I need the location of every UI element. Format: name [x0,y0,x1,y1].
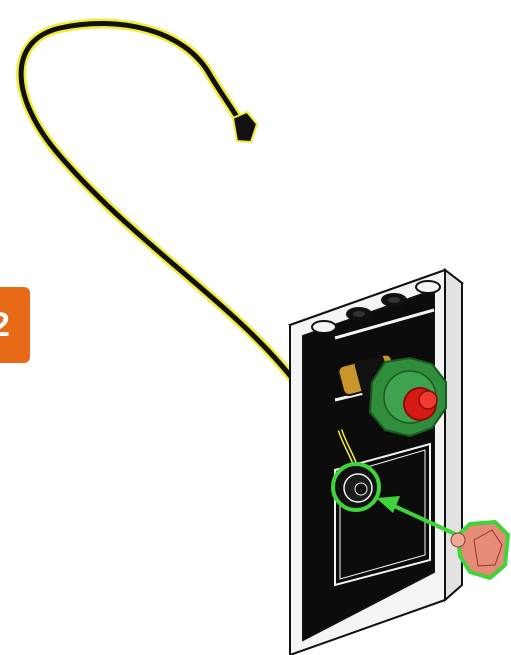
stud [312,321,336,333]
door-brick [290,270,462,655]
cable [21,23,292,378]
cable-plug [233,112,257,142]
target-socket [333,464,379,510]
stud [416,281,440,293]
red-button [404,388,437,420]
